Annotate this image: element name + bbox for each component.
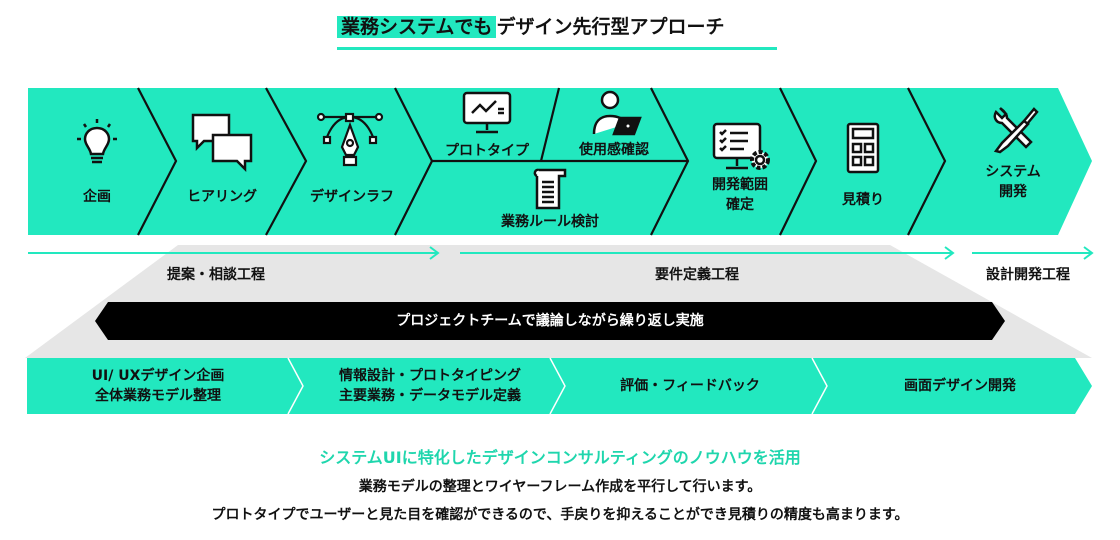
scope-line1: 開発範囲 bbox=[712, 177, 768, 193]
deliverables-band bbox=[27, 358, 1092, 414]
phase-requirements: 要件定義工程 bbox=[655, 267, 739, 283]
pen-tool-icon bbox=[316, 112, 384, 167]
sysdev-line1: システム bbox=[985, 164, 1041, 180]
title-rest: デザイン先行型アプローチ bbox=[496, 16, 725, 38]
step-label-design-rough: デザインラフ bbox=[310, 189, 394, 205]
deliverable-line: 情報設計・プロトタイピング bbox=[339, 368, 521, 384]
chat-bubbles-icon bbox=[191, 113, 253, 173]
monitor-checklist-gear-icon bbox=[712, 122, 770, 170]
deliverable-line: 主要業務・データモデル定義 bbox=[339, 388, 521, 404]
step-label-system-dev: システム開発 bbox=[985, 162, 1041, 202]
footer-heading: システムUIに特化したデザインコンサルティングのノウハウを活用 bbox=[319, 448, 801, 467]
person-laptop-icon bbox=[592, 90, 642, 136]
deliverable-evaluation: 評価・フィードバック bbox=[620, 378, 760, 394]
diagram-title: 業務システムでもデザイン先行型アプローチ bbox=[337, 12, 724, 42]
chevron-dividers bbox=[137, 87, 947, 236]
step-label-usability-check: 使用感確認 bbox=[579, 142, 649, 158]
step-label-hearing: ヒアリング bbox=[187, 189, 257, 205]
iteration-banner-shape bbox=[95, 302, 1005, 340]
step-label-planning: 企画 bbox=[83, 189, 111, 205]
title-highlight: 業務システムでも bbox=[337, 16, 497, 38]
wrench-screwdriver-icon bbox=[993, 107, 1039, 154]
gray-trapezoid bbox=[25, 245, 1092, 358]
footer-line2: プロトタイプでユーザーと見た目を確認ができるので、手戻りを抑えることができ見積り… bbox=[211, 507, 909, 523]
deliverable-line: UI/ UXデザイン企画 bbox=[91, 368, 225, 384]
scope-line2: 確定 bbox=[726, 197, 754, 213]
step-label-scope: 開発範囲確定 bbox=[712, 175, 768, 215]
deliverable-line: 全体業務モデル整理 bbox=[94, 388, 221, 404]
sysdev-line2: 開発 bbox=[999, 184, 1027, 200]
phase-arrows bbox=[28, 246, 1094, 260]
title-underline bbox=[337, 47, 777, 50]
step-label-business-rules: 業務ルール検討 bbox=[501, 214, 599, 230]
deliverable-info-design: 情報設計・プロトタイピング主要業務・データモデル定義 bbox=[339, 366, 521, 406]
deliverable-dividers bbox=[287, 357, 828, 415]
step-label-prototype: プロトタイプ bbox=[445, 143, 529, 159]
deliverable-ux-planning: UI/ UXデザイン企画全体業務モデル整理 bbox=[92, 366, 225, 406]
iteration-banner: プロジェクトチームで議論しながら繰り返し実施 bbox=[396, 313, 704, 329]
document-scroll-icon bbox=[533, 168, 567, 210]
deliverable-screen-design: 画面デザイン開発 bbox=[904, 378, 1016, 394]
lightbulb-icon bbox=[77, 119, 117, 164]
phase-proposal: 提案・相談工程 bbox=[167, 267, 265, 283]
phase-development: 設計開発工程 bbox=[986, 267, 1070, 283]
step-label-estimate: 見積り bbox=[842, 192, 884, 208]
calculator-icon bbox=[846, 122, 880, 174]
monitor-chart-icon bbox=[462, 91, 512, 134]
footer-line1: 業務モデルの整理とワイヤーフレーム作成を平行して行います。 bbox=[358, 479, 762, 495]
